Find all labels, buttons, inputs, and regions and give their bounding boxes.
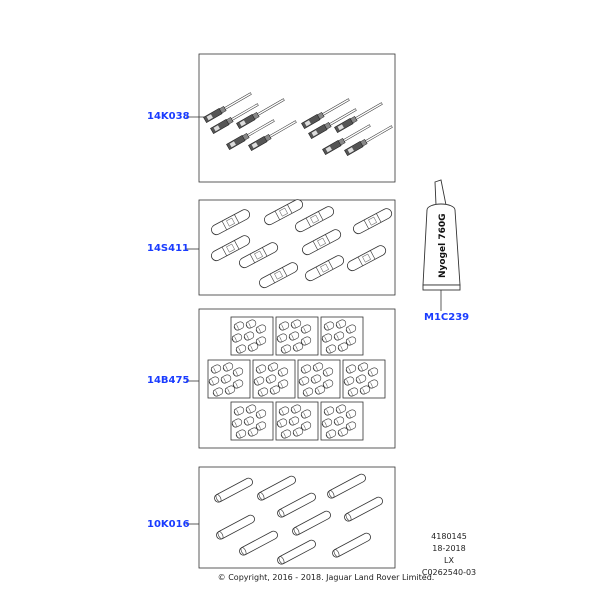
- butt-splice-icon: [211, 209, 251, 236]
- ref-number: 4180145: [431, 532, 467, 541]
- butt-splice-icon: [302, 229, 342, 256]
- heat-shrink-tube-icon: [277, 492, 316, 518]
- butt-splice-icon: [239, 242, 279, 269]
- butt-splice-icon: [347, 245, 387, 272]
- heat-shrink-tube-icon: [332, 532, 371, 558]
- butt-splice-icon: [353, 208, 393, 235]
- butt-splice-icon: [259, 262, 299, 289]
- heat-shrink-tube-icon: [214, 477, 253, 503]
- solder-sleeve-pack-icon: [207, 359, 251, 399]
- ref-model: LX: [444, 556, 454, 565]
- part-label-10K016[interactable]: 10K016: [147, 519, 190, 530]
- part-label-M1C239[interactable]: M1C239: [424, 312, 470, 323]
- grease-tube-text: Nyogel 760G: [438, 213, 448, 278]
- terminal-pin-icon: [308, 108, 357, 140]
- terminal-pin-icon: [210, 103, 259, 135]
- solder-sleeve-pack-icon: [320, 316, 364, 356]
- part-box-14B475: [198, 308, 396, 449]
- heat-shrink-tube-icon: [327, 473, 366, 499]
- heat-shrink-tube-icon: [292, 510, 331, 536]
- butt-splice-icon: [264, 199, 304, 226]
- heat-shrink-tube-icon: [344, 496, 383, 522]
- terminal-pin-icon: [344, 125, 393, 157]
- butt-splice-icon: [305, 255, 345, 282]
- heat-shrink-tube-icon: [257, 475, 296, 501]
- solder-sleeve-pack-icon: [342, 359, 386, 399]
- solder-sleeve-pack-icon: [230, 316, 274, 356]
- heat-shrink-tube-icon: [216, 514, 255, 540]
- part-label-14S411[interactable]: 14S411: [147, 243, 189, 254]
- grease-tube-icon: Nyogel 760G: [422, 179, 461, 291]
- ref-date: 18-2018: [432, 544, 466, 553]
- terminal-pin-icon: [334, 102, 383, 134]
- heat-shrink-tube-icon: [277, 539, 316, 565]
- solder-sleeve-pack-icon: [275, 316, 319, 356]
- butt-splice-icon: [211, 235, 251, 262]
- heat-shrink-tube-icon: [239, 530, 278, 556]
- terminal-pin-icon: [203, 92, 252, 124]
- part-label-14B475[interactable]: 14B475: [147, 375, 190, 386]
- solder-sleeve-pack-icon: [230, 401, 274, 441]
- ref-code: C0262540-03: [421, 568, 477, 577]
- part-box-14K038: [198, 53, 396, 183]
- copyright: © Copyright, 2016 - 2018. Jaguar Land Ro…: [217, 573, 435, 582]
- solder-sleeve-pack-icon: [297, 359, 341, 399]
- terminal-pin-icon: [226, 119, 275, 151]
- terminal-pin-icon: [236, 98, 285, 130]
- terminal-pin-icon: [322, 124, 371, 156]
- terminal-pin-icon: [248, 120, 297, 152]
- solder-sleeve-pack-icon: [275, 401, 319, 441]
- solder-sleeve-pack-icon: [252, 359, 296, 399]
- terminal-pin-icon: [301, 98, 350, 130]
- butt-splice-icon: [295, 206, 335, 233]
- part-label-14K038[interactable]: 14K038: [147, 111, 190, 122]
- part-box-10K016: [198, 466, 396, 569]
- solder-sleeve-pack-icon: [320, 401, 364, 441]
